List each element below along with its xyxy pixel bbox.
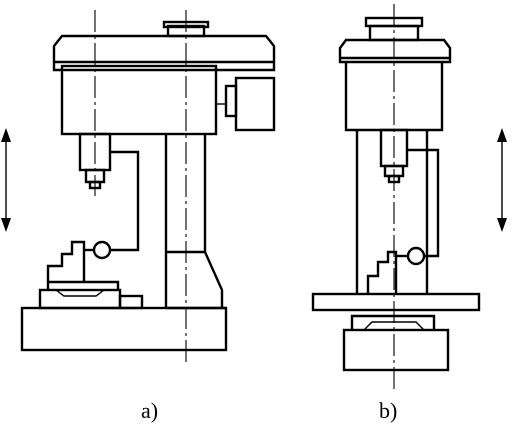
machine-b-motion-arrow bbox=[497, 128, 507, 232]
machine-b-table-plate bbox=[311, 292, 481, 312]
machine-a-top-cover bbox=[52, 20, 276, 72]
machine-a-headstock bbox=[60, 64, 218, 136]
machine-b-column bbox=[355, 130, 429, 294]
caption-a: a) bbox=[141, 398, 158, 423]
machine-b: b) bbox=[311, 4, 507, 423]
machine-a: a) bbox=[1, 10, 276, 423]
machine-a-worktable bbox=[38, 280, 144, 310]
machine-a-gauge bbox=[84, 150, 140, 260]
machine-b-fixture bbox=[350, 314, 436, 331]
machine-a-base bbox=[20, 306, 228, 352]
machine-a-motor bbox=[216, 76, 276, 132]
machine-b-headstock bbox=[338, 16, 452, 132]
machine-a-motion-arrow bbox=[1, 128, 11, 232]
machine-b-base bbox=[342, 328, 450, 372]
machine-b-gauge bbox=[396, 148, 440, 266]
machine-b-workpiece bbox=[366, 250, 398, 294]
machine-a-workpiece bbox=[46, 240, 86, 282]
caption-b: b) bbox=[379, 398, 397, 423]
machine-a-column bbox=[164, 134, 226, 310]
